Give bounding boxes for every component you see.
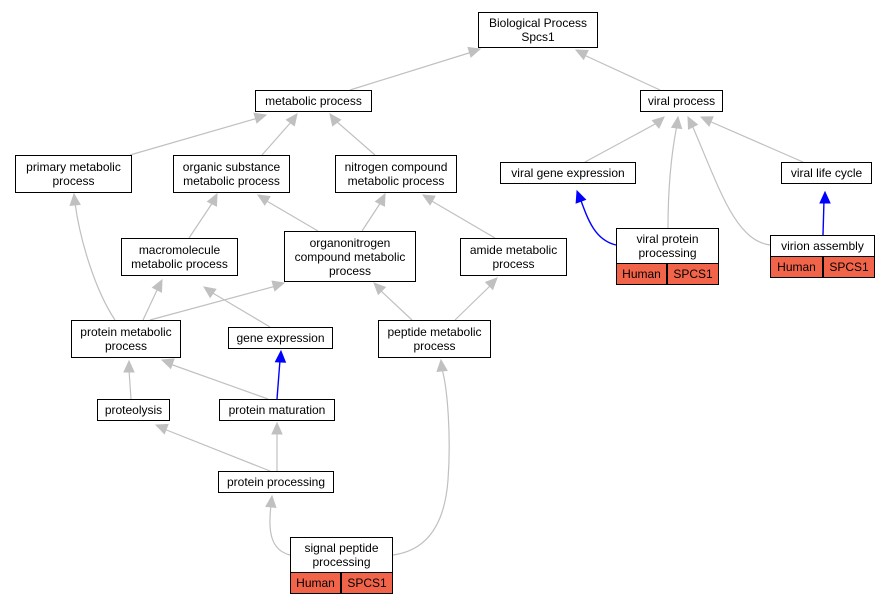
edge-vpp-viral-arrowhead <box>670 115 683 130</box>
edge-va-vlc-blue <box>822 199 825 236</box>
edge-organo-nitrogen-arrowhead <box>374 192 386 207</box>
edge-macro-organic-arrowhead <box>206 192 218 207</box>
edge-proteolysis-pm <box>128 369 132 400</box>
edge-ge-macro-arrowhead <box>203 286 217 299</box>
edge-pp-pmat-arrowhead <box>271 421 283 435</box>
edge-organic-metabolic-arrowhead <box>285 113 298 127</box>
edge-va-vlc-blue-arrowhead <box>819 190 831 204</box>
edge-peptide-amide <box>454 284 492 321</box>
edge-peptide-amide-arrowhead <box>484 277 498 291</box>
edge-metabolic-bp-arrowhead <box>467 46 482 58</box>
edge-primary-metabolic <box>129 117 259 156</box>
edge-organo-organic-arrowhead <box>256 194 271 206</box>
edge-pp-proteolysis-arrowhead <box>154 423 169 435</box>
edge-viral-bp-arrowhead <box>574 49 589 61</box>
edge-vpp-vge-blue-arrowhead <box>575 189 587 204</box>
edge-pm-primary-arrowhead <box>69 192 81 207</box>
edge-amide-nitrogen <box>429 199 496 239</box>
node-organonitrogen-compound-metabolic-process[interactable]: organonitrogen compound metabolic proces… <box>284 231 416 282</box>
viral-protein-processing-annotation: Human SPCS1 <box>616 263 719 285</box>
node-peptide-metabolic-process[interactable]: peptide metabolic process <box>378 320 491 358</box>
edge-spp-pp <box>269 504 291 556</box>
virion-assembly-annotation: Human SPCS1 <box>770 256 875 278</box>
node-virion-assembly[interactable]: virion assembly <box>770 235 875 257</box>
edge-organic-metabolic <box>261 120 293 156</box>
node-protein-processing[interactable]: protein processing <box>218 471 334 493</box>
signal-peptide-processing-annotation: Human SPCS1 <box>290 572 393 594</box>
node-metabolic-process[interactable]: metabolic process <box>255 90 372 112</box>
edge-pm-macro <box>142 287 159 321</box>
edge-macro-organic <box>188 201 214 239</box>
node-biological-process[interactable]: Biological Process Spcs1 <box>478 12 598 48</box>
species-tag: Human <box>770 256 823 278</box>
edge-vge-viral <box>584 122 658 163</box>
edge-vpp-viral <box>667 124 678 229</box>
edge-vge-viral-arrowhead <box>651 116 665 129</box>
node-viral-process[interactable]: viral process <box>640 90 723 112</box>
edge-nitrogen-metabolic <box>335 120 376 156</box>
edge-proteolysis-pm-arrowhead <box>123 359 135 373</box>
edge-nitrogen-metabolic-arrowhead <box>329 113 342 127</box>
gene-tag: SPCS1 <box>823 256 875 278</box>
edge-peptide-organo-arrowhead <box>373 282 387 296</box>
edge-pmat-ge-blue-arrowhead <box>274 349 287 363</box>
node-macromolecule-metabolic-process[interactable]: macromolecule metabolic process <box>121 238 238 276</box>
gene-tag: SPCS1 <box>667 263 719 285</box>
gene-tag: SPCS1 <box>341 572 393 594</box>
edge-organo-nitrogen <box>361 201 382 232</box>
edge-pm-macro-arrowhead <box>151 278 163 293</box>
edge-vlc-viral-arrowhead <box>699 116 714 127</box>
edge-spp-peptide <box>392 368 450 556</box>
edge-peptide-organo <box>379 289 413 321</box>
edge-ge-macro <box>210 291 271 328</box>
species-tag: Human <box>290 572 341 594</box>
edge-va-viral <box>691 124 771 246</box>
node-nitrogen-compound-metabolic-process[interactable]: nitrogen compound metabolic process <box>335 155 457 193</box>
node-amide-metabolic-process[interactable]: amide metabolic process <box>460 238 567 276</box>
node-viral-protein-processing[interactable]: viral protein processing <box>616 228 719 264</box>
edge-pp-proteolysis <box>163 428 271 472</box>
edge-va-viral-arrowhead <box>687 115 699 130</box>
edge-metabolic-bp <box>349 51 473 91</box>
node-viral-gene-expression[interactable]: viral gene expression <box>500 162 636 184</box>
edge-primary-metabolic-arrowhead <box>253 112 268 124</box>
edge-vpp-vge-blue <box>579 197 617 246</box>
species-tag: Human <box>616 263 667 285</box>
edge-pm-organo <box>149 285 277 321</box>
node-organic-substance-metabolic-process[interactable]: organic substance metabolic process <box>173 155 290 193</box>
edge-spp-peptide-arrowhead <box>436 358 448 373</box>
node-protein-metabolic-process[interactable]: protein metabolic process <box>71 320 181 358</box>
edge-pmat-pm-arrowhead <box>160 358 175 370</box>
edge-vlc-viral <box>708 120 804 163</box>
edge-spp-pp-arrowhead <box>265 494 277 509</box>
edge-pmat-ge-blue <box>276 359 281 400</box>
node-signal-peptide-processing[interactable]: signal peptide processing <box>290 537 393 573</box>
edge-amide-nitrogen-arrowhead <box>421 194 436 206</box>
edge-pm-organo-arrowhead <box>271 280 286 292</box>
node-gene-expression[interactable]: gene expression <box>228 327 333 349</box>
node-proteolysis[interactable]: proteolysis <box>97 399 170 421</box>
edge-pmat-pm <box>169 363 269 400</box>
node-protein-maturation[interactable]: protein maturation <box>219 399 335 421</box>
edge-organo-organic <box>264 199 319 232</box>
node-primary-metabolic-process[interactable]: primary metabolic process <box>15 155 132 193</box>
edge-pm-primary <box>74 202 116 321</box>
node-viral-life-cycle[interactable]: viral life cycle <box>781 162 872 184</box>
edge-viral-bp <box>583 54 661 91</box>
